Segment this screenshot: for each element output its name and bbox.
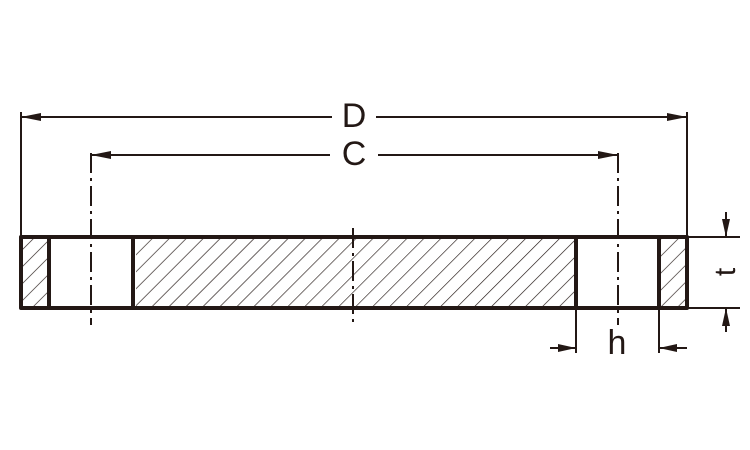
- C-arrow-right: [598, 151, 618, 159]
- center-lines: [90, 153, 619, 326]
- D-arrow-right: [667, 113, 687, 121]
- C-label: C: [342, 135, 367, 173]
- dimension-h: [550, 308, 687, 353]
- h-label: h: [608, 324, 627, 362]
- D-label: D: [342, 97, 367, 135]
- h-arrow-left: [558, 344, 576, 352]
- left-rim-hatch: [21, 237, 49, 308]
- dimension-D: [20, 112, 688, 237]
- h-arrow-right: [659, 344, 677, 352]
- dimension-C: [91, 151, 618, 159]
- dimension-t: [687, 212, 740, 332]
- center-web-hatch: [136, 237, 574, 308]
- right-rim-hatch: [661, 237, 687, 308]
- t-label: t: [709, 267, 742, 276]
- t-arrow-top: [722, 219, 730, 237]
- C-arrow-left: [91, 151, 111, 159]
- D-arrow-left: [21, 113, 41, 121]
- t-arrow-bottom: [722, 308, 730, 326]
